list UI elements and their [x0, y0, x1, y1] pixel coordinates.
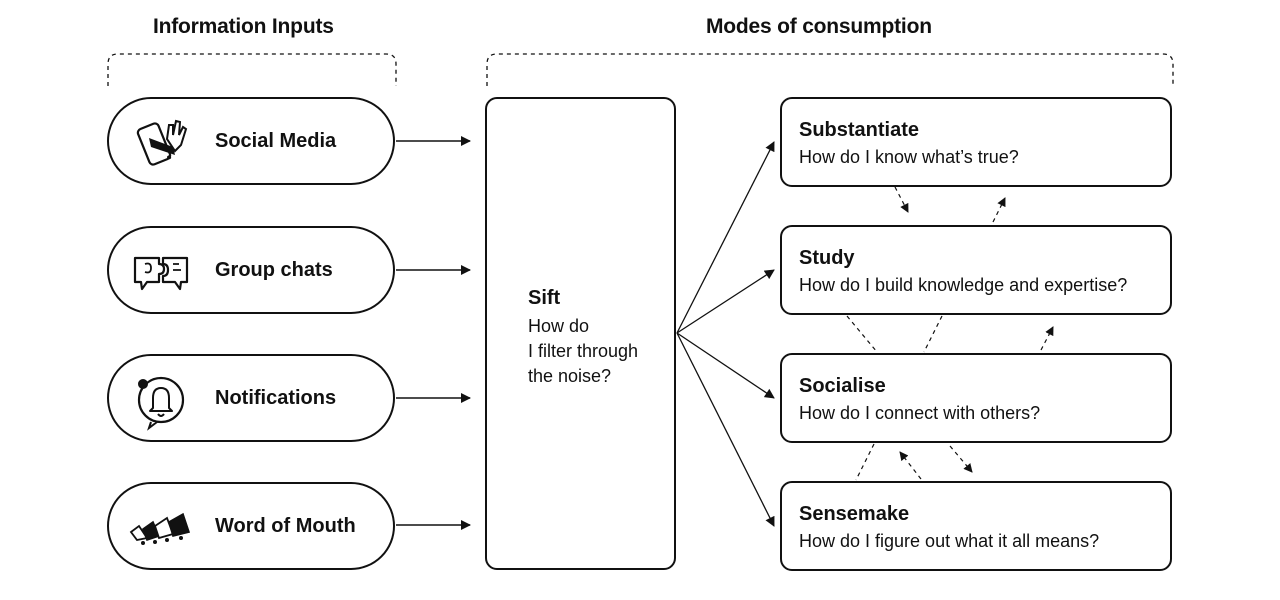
- modes-bracket: [486, 53, 1174, 86]
- inputs-heading: Information Inputs: [153, 15, 334, 38]
- arrow-sift-to-substantiate: [676, 141, 775, 334]
- bell-icon: [129, 368, 193, 432]
- input-group-chats: Group chats: [107, 226, 395, 314]
- mode-study: Study How do I build knowledge and exper…: [780, 225, 1172, 315]
- mode-title: Socialise: [799, 375, 886, 397]
- mode-sensemake: Sensemake How do I figure out what it al…: [780, 481, 1172, 571]
- mode-title: Study: [799, 247, 855, 269]
- mode-title: Sensemake: [799, 503, 910, 525]
- input-label: Notifications: [215, 386, 337, 409]
- mode-question: How do I build knowledge and expertise?: [799, 275, 1128, 295]
- mode-title: Substantiate: [799, 119, 920, 141]
- arrow-sift-to-study: [676, 269, 775, 334]
- inputs-bracket: [107, 53, 397, 86]
- sift-question: How do I filter through the noise?: [528, 316, 639, 386]
- modes-heading: Modes of consumption: [706, 15, 932, 38]
- dash-sub-study-2: [992, 197, 1006, 223]
- input-notifications: Notifications: [107, 354, 395, 442]
- mode-question: How do I know what’s true?: [799, 147, 1019, 167]
- input-label: Social Media: [215, 129, 337, 152]
- mode-substantiate: Substantiate How do I know what’s true?: [780, 97, 1172, 187]
- input-label: Word of Mouth: [215, 514, 356, 537]
- dash-study-soc-1: [846, 315, 878, 353]
- mode-question: How do I figure out what it all means?: [799, 531, 1100, 551]
- input-label: Group chats: [215, 258, 333, 281]
- dash-study-soc-3: [1040, 326, 1054, 351]
- input-word-of-mouth: Word of Mouth: [107, 482, 395, 570]
- mode-socialise: Socialise How do I connect with others?: [780, 353, 1172, 443]
- mode-question: How do I connect with others?: [799, 403, 1041, 423]
- dash-study-soc-2: [923, 315, 943, 353]
- input-social-media: Social Media: [107, 97, 395, 185]
- dash-soc-sense-3: [949, 445, 973, 473]
- phone-hand-icon: [129, 111, 193, 175]
- arrow-sift-to-socialise: [676, 332, 775, 399]
- sift-box: Sift How do I filter through the noise?: [485, 97, 676, 570]
- dash-sub-study-1: [894, 186, 909, 213]
- megaphones-icon: [129, 496, 193, 560]
- arrow-sift-to-sensemake: [676, 332, 775, 527]
- sift-title: Sift: [528, 287, 561, 309]
- dash-soc-sense-1: [855, 443, 875, 481]
- dash-soc-sense-2: [899, 451, 922, 480]
- chat-puzzle-icon: [129, 240, 193, 304]
